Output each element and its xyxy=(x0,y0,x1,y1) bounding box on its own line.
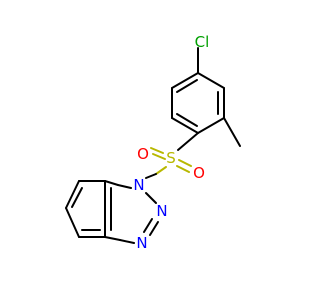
bond xyxy=(104,180,119,186)
bond xyxy=(119,239,135,244)
bond xyxy=(65,180,80,209)
bond xyxy=(197,72,225,89)
bond xyxy=(145,173,157,179)
bond xyxy=(223,117,241,147)
bond xyxy=(176,113,198,127)
bond xyxy=(104,236,121,241)
oxygen-atom-right: O xyxy=(193,164,205,182)
nitrogen-atom-3: N xyxy=(136,234,147,252)
bond xyxy=(65,207,80,238)
nitrogen-atom-1: N xyxy=(133,176,144,194)
bond xyxy=(150,147,164,154)
chlorophenyl-ring xyxy=(171,72,225,134)
bond xyxy=(152,153,166,160)
bond xyxy=(171,72,199,89)
bond xyxy=(177,132,199,151)
bond xyxy=(143,218,153,233)
bond xyxy=(155,166,167,175)
bond xyxy=(117,184,132,189)
bond xyxy=(149,221,159,236)
bond xyxy=(178,159,192,167)
bond xyxy=(176,165,190,173)
molecule-structure: Cl S O O N N N xyxy=(65,33,241,252)
oxygen-atom-left: O xyxy=(137,145,149,163)
sulfur-atom: S xyxy=(166,149,176,167)
chlorine-atom: Cl xyxy=(195,33,210,51)
bond xyxy=(176,79,198,93)
bond xyxy=(197,117,225,134)
bond xyxy=(145,192,157,204)
bond xyxy=(171,117,199,134)
nitrogen-atom-2: N xyxy=(156,202,167,220)
benzo-ring xyxy=(65,180,106,238)
bond xyxy=(71,187,83,208)
